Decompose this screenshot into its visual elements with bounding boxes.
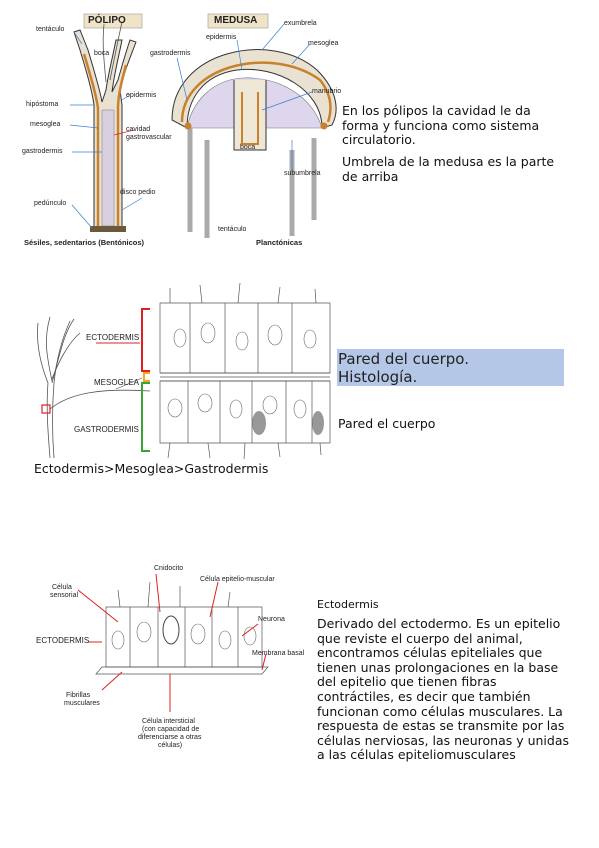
label-medusa-epidermis: epidermis <box>206 34 237 41</box>
heading-pared-cuerpo: Pared del cuerpo. Histología. <box>337 349 564 386</box>
label-medusa-gastrodermis: gastrodermis <box>150 50 191 57</box>
label-exumbrela: exumbrela <box>284 20 317 27</box>
label-cnidocito: Cnidocito <box>154 565 184 572</box>
ectodermis-line-1: Derivado del ectodermo. Es un epitelio <box>317 616 561 631</box>
note-polyp-line2: forma y funciona como sistema <box>342 117 540 133</box>
label-intersticial-4: células) <box>158 742 183 749</box>
label-medusa-mesoglea: mesoglea <box>308 40 339 47</box>
ectodermis-line-9: células nerviosas, las neuronas y unidas <box>317 732 570 748</box>
ectodermis-drawing <box>77 573 269 712</box>
ectodermis-line-6: contráctiles, es decir que también <box>317 688 531 704</box>
note-polyp-line1: En los pólipos la cavidad le da <box>342 103 531 118</box>
ectodermis-line-7: funcionan como células musculares. La <box>317 703 563 719</box>
title-medusa: MEDUSA <box>214 15 258 26</box>
label-membrana-basal: Membrana basal <box>252 650 305 657</box>
label-epidermis: epidermis <box>126 92 157 99</box>
note-polyp-cavity: En los pólipos la cavidad le da forma y … <box>342 103 582 148</box>
subtitle-pared: Pared el cuerpo <box>338 416 436 431</box>
label-sesiles: Sésiles, sedentarios (Bentónicos) <box>24 238 145 247</box>
ectodermis-line-2: que reviste el cuerpo del animal, <box>317 630 523 646</box>
label-manubrio: manubrio <box>312 88 342 95</box>
note-polyp-line3: circulatorio. <box>342 132 416 148</box>
heading-pared-line1: Pared del cuerpo. <box>338 350 469 368</box>
label-tentaculo: tentáculo <box>36 26 65 33</box>
ectodermis-line-3: encontramos células epiteliales que <box>317 645 543 661</box>
polipo-medusa-drawing <box>69 13 337 238</box>
ectodermis-heading: Ectodermis <box>317 598 379 611</box>
pared-cuerpo-drawing <box>37 282 331 460</box>
label-fibrillas-1: Fibrillas <box>66 692 91 699</box>
caption-capas: Ectodermis>Mesoglea>Gastrodermis <box>34 461 269 476</box>
ectodermis-description: Derivado del ectodermo. Es un epitelio q… <box>317 616 587 763</box>
label-disco-pedio: disco pedio <box>120 189 156 196</box>
label-medusa-boca: boca <box>240 144 256 151</box>
label-celula-sensorial-1: Célula <box>52 584 72 591</box>
label-hipostoma: hipóstoma <box>26 101 59 108</box>
note-umbrela: Umbrela de la medusa es la parte de arri… <box>342 154 582 184</box>
heading-pared-line2: Histología. <box>338 368 418 386</box>
label-subumbrela: subumbrela <box>284 170 321 177</box>
label-medusa-tentaculo: tentáculo <box>218 226 247 233</box>
ectodermis-line-4: tienen unas prolongaciones en la base <box>317 659 559 675</box>
label-celula-sensorial-2: sensorial <box>50 592 79 599</box>
label-ectodermis-3: ECTODERMIS <box>36 636 90 645</box>
label-fibrillas-2: musculares <box>64 700 100 707</box>
note-umbrela-line2: de arriba <box>342 168 399 184</box>
label-intersticial-3: diferenciarse a otras <box>138 734 202 741</box>
figure-pared-cuerpo: ECTODERMIS MESOGLEA GASTRODERMIS <box>30 282 340 463</box>
label-ectodermis: ECTODERMIS <box>86 333 140 342</box>
label-intersticial-1: Célula intersticial <box>142 718 195 725</box>
ectodermis-line-8: respuesta de estas se transmite por las <box>317 718 565 734</box>
label-intersticial-2: (con capacidad de <box>142 726 200 733</box>
label-planctonicas: Planctónicas <box>256 238 303 247</box>
label-gastrovascular: gastrovascular <box>126 134 172 141</box>
note-umbrela-line1: Umbrela de la medusa es la parte <box>342 154 555 169</box>
label-boca: boca <box>94 50 110 57</box>
label-cavidad: cavidad <box>126 126 151 133</box>
label-pedunculo: pedúnculo <box>34 200 67 207</box>
label-gastrodermis-2: GASTRODERMIS <box>74 425 139 434</box>
ectodermis-line-10: a las células epiteliomusculares <box>317 747 516 763</box>
figure-polipo-medusa: PÓLIPO MEDUSA tentáculo boca hipóstoma e… <box>22 10 342 248</box>
label-gastrodermis: gastrodermis <box>22 148 63 155</box>
label-neurona: Neurona <box>258 616 285 623</box>
label-celula-epitelio-muscular: Célula epitelio-muscular <box>200 576 275 583</box>
title-polipo: PÓLIPO <box>88 15 126 26</box>
figure-ectodermis: Cnidocito Célula epitelio-muscular Célul… <box>30 562 315 767</box>
label-mesoglea-2: MESOGLEA <box>94 378 139 387</box>
label-mesoglea: mesoglea <box>30 121 61 128</box>
ectodermis-line-5: del epitelio que tienen fibras <box>317 674 497 690</box>
